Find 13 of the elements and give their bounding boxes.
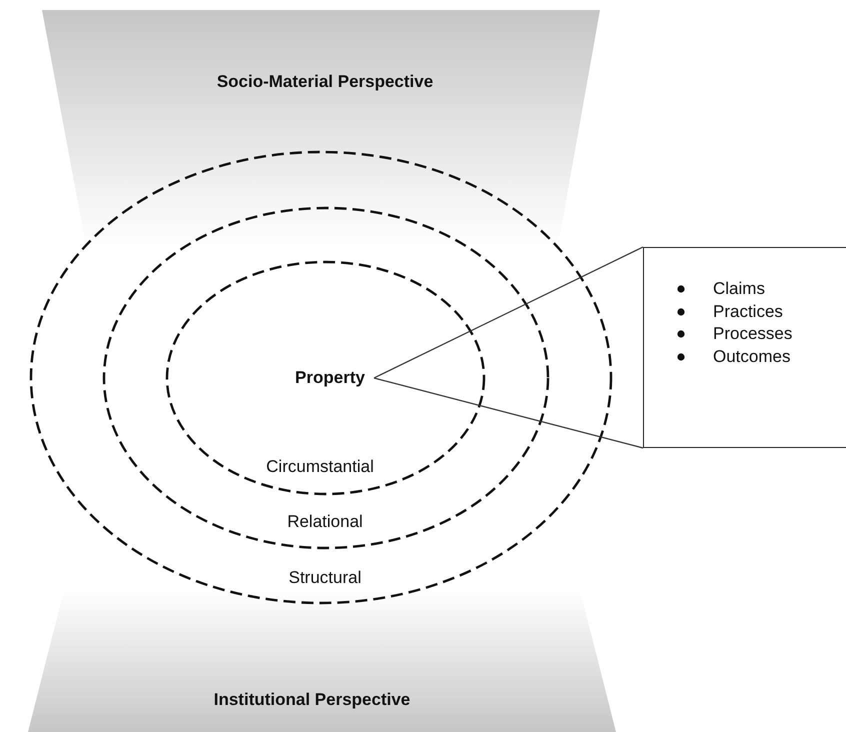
list-item: Practices (713, 302, 783, 322)
perspective-heading: Socio-Material Perspective (216, 72, 434, 92)
list-item: Claims (713, 279, 765, 299)
ring-label: Circumstantial (266, 457, 374, 477)
ring-label: Structural (288, 568, 362, 588)
leader-line (374, 246, 644, 379)
leader-line (374, 377, 644, 449)
perspective-heading: Institutional Perspective (214, 690, 410, 710)
ring-label: Relational (287, 512, 363, 532)
center-label: Property (286, 367, 374, 389)
list-item: Processes (713, 324, 792, 344)
list-item: Outcomes (713, 346, 790, 366)
callout-box (643, 247, 846, 448)
